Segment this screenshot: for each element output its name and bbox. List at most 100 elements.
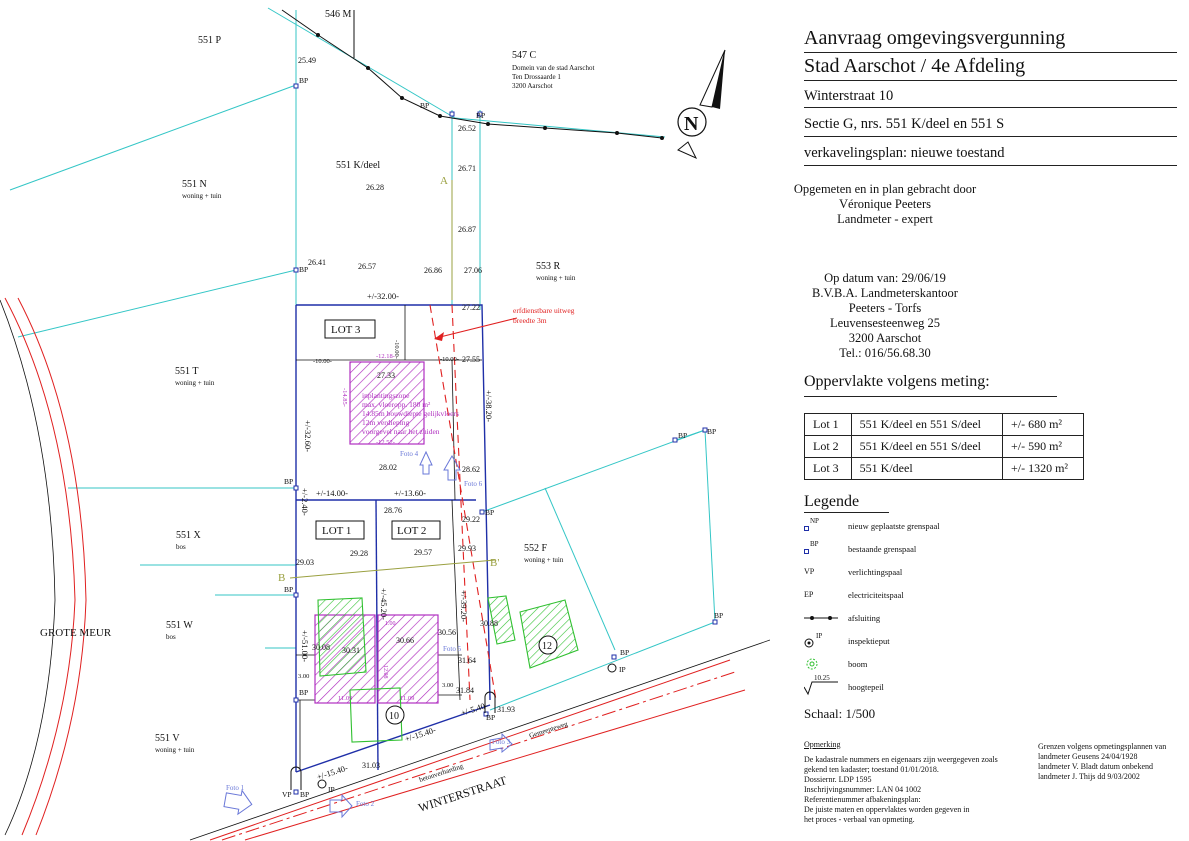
building-zone-lot3	[349, 361, 425, 445]
spot-height: 26.52	[458, 124, 476, 133]
dimension: -14.85-	[341, 388, 348, 407]
bp-label: BP	[299, 688, 308, 697]
legend-label: verlichtingspaal	[848, 567, 903, 577]
spot-height: 27.55	[462, 355, 480, 364]
spot-height: 25.49	[298, 56, 316, 65]
zone-note: inplantingszone	[362, 391, 410, 400]
cell-area: +/- 1320 m²	[1001, 457, 1085, 480]
bp-label: BP	[485, 508, 494, 517]
dimension: 3.00	[442, 682, 453, 689]
bp-label: BP	[420, 101, 429, 110]
legend-item: IP inspektieput	[804, 632, 1004, 650]
dimension: -10.00-	[440, 356, 459, 363]
office-line: B.V.B.A. Landmeterskantoor	[812, 286, 958, 300]
surveyor-block: Opgemeten en in plan gebracht door Véron…	[770, 182, 1000, 227]
dimension: +/-51.00-	[300, 630, 310, 662]
dimension: 11.09	[338, 695, 352, 702]
section-lines	[289, 180, 496, 579]
spot-height: 27.06	[464, 266, 482, 275]
remark-line: De kadastrale nummers en eigenaars zijn …	[804, 755, 998, 764]
spot-height: 29.93	[458, 544, 476, 553]
ditch-lines	[0, 299, 770, 841]
dimension: +/-15.40-	[316, 762, 350, 781]
remark-line: het proces - verbaal van opmeting.	[804, 815, 915, 824]
legend-heading: Legende	[804, 493, 860, 510]
parcel-use: bos	[166, 633, 176, 641]
divider	[804, 396, 1057, 397]
spot-height: 28.02	[379, 463, 397, 472]
office-line: Op datum van: 29/06/19	[824, 271, 946, 285]
table-row: Lot 2 551 K/deel en 551 S/deel +/- 590 m…	[804, 435, 1085, 458]
boundary-line: landmeter V. Bladt datum onbekend	[1038, 762, 1154, 771]
photo-label: Foto 4	[400, 450, 419, 458]
existing-marker-icon: BP	[804, 540, 830, 558]
light-post-icon	[290, 766, 302, 790]
parcel-label: 551 X	[176, 530, 202, 541]
divider	[804, 165, 1177, 166]
boundary-line: landmeter Geusens 24/04/1928	[1038, 752, 1138, 761]
cell-lot: Lot 2	[804, 435, 852, 458]
north-arrow	[677, 49, 726, 160]
parcel-label: 551 P	[198, 35, 222, 46]
section-info: Sectie G, nrs. 551 K/deel en 551 S	[804, 116, 1005, 132]
legend-label: bestaande grenspaal	[848, 544, 917, 554]
spot-height: 31.93	[497, 705, 515, 714]
inspection-pit-icon	[607, 663, 617, 673]
ip-label: IP	[619, 665, 626, 674]
legend-item: afsluiting	[804, 609, 1004, 627]
parcel-label: 551 V	[155, 733, 180, 744]
legend-item: EP electriciteitspaal	[804, 586, 1004, 604]
spot-height: 28.76	[384, 506, 402, 515]
parcel-owner: 3200 Aarschot	[512, 82, 553, 90]
office-line: Tel.: 016/56.68.30	[839, 346, 931, 360]
parcel-label: 551 K/deel	[336, 160, 380, 171]
legend-label: electriciteitspaal	[848, 590, 904, 600]
dimension: 11.09	[400, 695, 414, 702]
lot-label: LOT 3	[331, 324, 361, 336]
photo-label: Foto 3	[492, 738, 511, 746]
parcel-label: 547 C	[512, 50, 537, 61]
ip-label: IP	[328, 785, 335, 794]
divider	[804, 136, 1177, 137]
dimension: 3.00	[298, 673, 309, 680]
dimension: +/-15.40-	[404, 724, 438, 743]
spot-height: 30.31	[342, 646, 360, 655]
parcel-use: woning + tuin	[182, 192, 222, 200]
cell-lot: Lot 1	[804, 413, 852, 436]
north-label: N	[684, 113, 699, 135]
spot-height: 26.41	[308, 258, 326, 267]
photo-label: Foto 2	[356, 800, 375, 808]
parcel-label: 546 M	[325, 9, 352, 20]
title-sub: Stad Aarschot / 4e Afdeling	[804, 55, 1026, 77]
dimension: +/-2.40-	[300, 488, 310, 516]
new-marker-icon: NP	[804, 517, 830, 535]
legend-label: afsluiting	[848, 613, 881, 623]
servitude-arrow	[434, 332, 444, 341]
dimension: +/-14.00-	[316, 488, 348, 498]
legend-item: 10.25 hoogtepeil	[803, 674, 1004, 696]
boundary-line: landmeter J. Thijs dd 9/03/2002	[1038, 772, 1140, 781]
address: Winterstraat 10	[804, 88, 894, 104]
spot-height: 26.87	[458, 225, 476, 234]
zone-note: max. vloeropp. 180 m²	[362, 400, 431, 409]
legend-item: boom	[804, 655, 1004, 673]
table-row: Lot 3 551 K/deel +/- 1320 m²	[804, 457, 1085, 480]
cell-parcel: 551 K/deel en 551 S/deel	[850, 435, 1003, 458]
inspection-pit-icon	[317, 779, 327, 789]
cadastral-plan: 546 M 551 P 547 C Domein van de stad Aar…	[0, 7, 770, 841]
lot-boundaries	[295, 304, 491, 773]
surveyor-line: Landmeter - expert	[837, 212, 933, 226]
divider	[804, 80, 1177, 81]
spot-height: 26.28	[366, 183, 384, 192]
bp-label: BP	[714, 611, 723, 620]
divider	[804, 107, 1177, 108]
section-mark: A	[440, 175, 448, 187]
spot-height: 30.08	[312, 643, 330, 652]
bp-label: BP	[299, 76, 308, 85]
boundary-markers	[293, 83, 718, 795]
bp-label: BP	[678, 431, 687, 440]
dimension: +/-39.20-	[459, 590, 469, 622]
spot-height: 29.22	[462, 515, 480, 524]
legend-label: inspektieput	[848, 636, 890, 646]
photo-label: Foto 6	[464, 480, 483, 488]
